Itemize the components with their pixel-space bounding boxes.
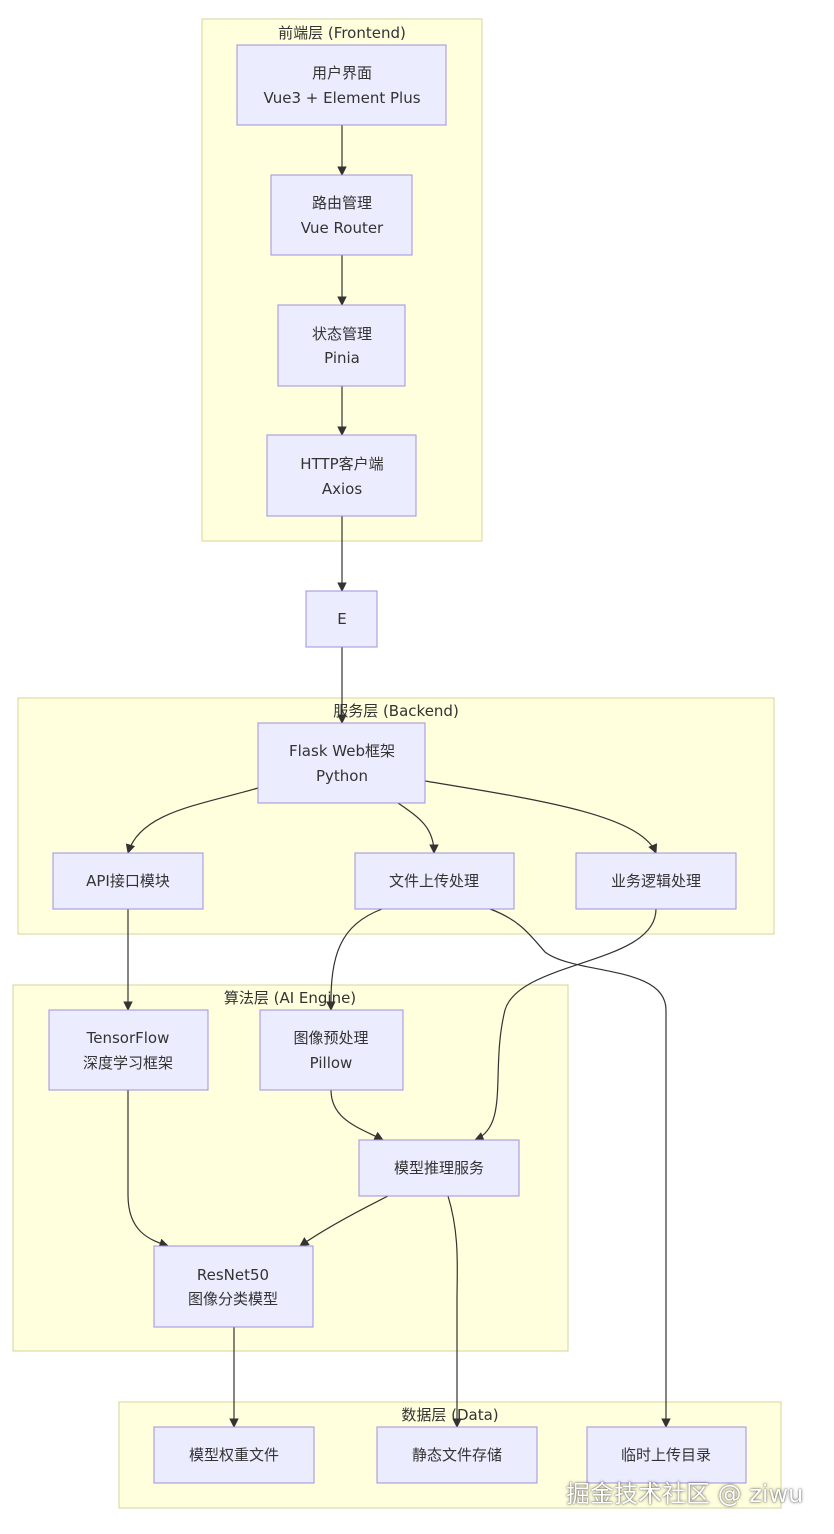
svg-text:API接口模块: API接口模块 — [86, 872, 170, 890]
node-image-preprocess: 图像预处理 Pillow — [259, 1009, 404, 1091]
node-static-storage: 静态文件存储 — [376, 1426, 538, 1484]
svg-text:图像分类模型: 图像分类模型 — [188, 1290, 278, 1308]
svg-text:Vue3 + Element Plus: Vue3 + Element Plus — [263, 89, 420, 107]
svg-text:用户界面: 用户界面 — [312, 64, 372, 82]
node-api-module: API接口模块 — [52, 852, 204, 910]
svg-text:临时上传目录: 临时上传目录 — [621, 1446, 711, 1464]
svg-text:HTTP客户端: HTTP客户端 — [300, 455, 383, 473]
node-user-interface: 用户界面 Vue3 + Element Plus — [236, 44, 447, 126]
svg-text:状态管理: 状态管理 — [312, 325, 372, 343]
svg-text:业务逻辑处理: 业务逻辑处理 — [611, 872, 701, 890]
edge-upload-preprocess — [326, 908, 383, 1011]
svg-text:Python: Python — [316, 767, 368, 785]
svg-text:图像预处理: 图像预处理 — [293, 1029, 368, 1047]
node-state: 状态管理 Pinia — [277, 304, 406, 387]
node-tensorflow: TensorFlow 深度学习框架 — [48, 1009, 209, 1091]
cluster-data-label: 数据层 (Data) — [401, 1406, 498, 1424]
edge-logic-inference — [474, 908, 657, 1141]
edge-upload-temp — [489, 908, 671, 1428]
edge-tensorflow-resnet — [127, 1090, 169, 1248]
edge-flask-logic — [424, 780, 658, 854]
svg-text:深度学习框架: 深度学习框架 — [83, 1054, 173, 1072]
svg-text:Pinia: Pinia — [324, 349, 360, 367]
svg-text:静态文件存储: 静态文件存储 — [412, 1446, 502, 1464]
svg-text:Flask Web框架: Flask Web框架 — [289, 742, 395, 760]
edge-preprocess-inference — [330, 1089, 384, 1141]
node-business-logic: 业务逻辑处理 — [575, 852, 737, 910]
cluster-frontend-label: 前端层 (Frontend) — [278, 24, 406, 42]
node-http-client: HTTP客户端 Axios — [266, 434, 417, 517]
node-e: E — [305, 590, 378, 648]
svg-text:Axios: Axios — [322, 480, 362, 498]
svg-text:E: E — [337, 610, 346, 628]
node-file-upload: 文件上传处理 — [354, 852, 515, 910]
svg-text:Pillow: Pillow — [310, 1054, 353, 1072]
watermark: 掘金技术社区 @ ziwu — [566, 1480, 804, 1508]
edge-inference-static — [447, 1195, 462, 1428]
cluster-backend-label: 服务层 (Backend) — [333, 702, 459, 720]
edge-flask-api — [125, 787, 259, 854]
node-model-inference: 模型推理服务 — [358, 1139, 520, 1197]
edges — [123, 125, 671, 1428]
cluster-ai-engine-label: 算法层 (AI Engine) — [224, 989, 356, 1007]
node-model-weights: 模型权重文件 — [153, 1426, 315, 1484]
svg-text:模型推理服务: 模型推理服务 — [394, 1159, 484, 1177]
svg-text:路由管理: 路由管理 — [312, 194, 372, 212]
svg-text:Vue Router: Vue Router — [301, 219, 384, 237]
node-flask: Flask Web框架 Python — [257, 722, 426, 804]
svg-text:模型权重文件: 模型权重文件 — [189, 1446, 279, 1464]
svg-text:文件上传处理: 文件上传处理 — [389, 872, 479, 890]
svg-text:TensorFlow: TensorFlow — [86, 1029, 170, 1047]
svg-text:ResNet50: ResNet50 — [197, 1266, 269, 1284]
node-router: 路由管理 Vue Router — [270, 174, 413, 256]
edge-flask-upload — [397, 802, 439, 854]
node-resnet50: ResNet50 图像分类模型 — [153, 1245, 314, 1328]
edge-inference-resnet — [299, 1195, 389, 1247]
node-temp-upload: 临时上传目录 — [586, 1426, 747, 1484]
